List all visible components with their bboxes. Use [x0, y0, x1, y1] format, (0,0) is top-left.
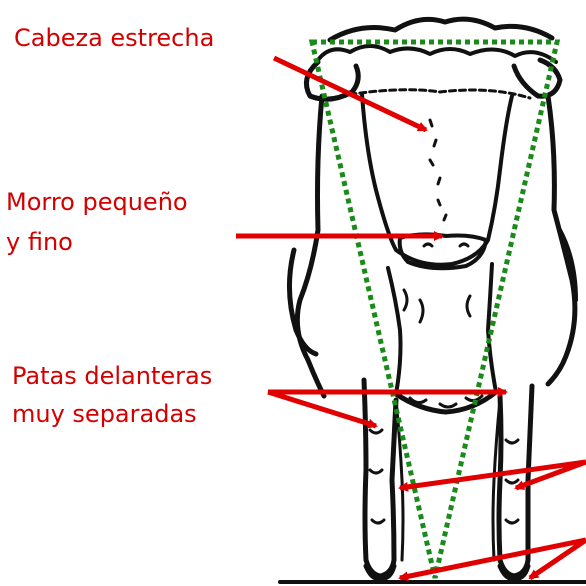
inverted-triangle-guide — [312, 42, 557, 578]
annotation-arrows — [236, 58, 586, 578]
label-muzzle-line2: y fino — [6, 228, 73, 256]
cow-ear-right — [514, 60, 560, 96]
label-legs-line2: muy separadas — [12, 400, 197, 428]
arrow-head — [274, 58, 426, 130]
cow-body-right — [548, 96, 575, 384]
label-head: Cabeza estrecha — [14, 24, 214, 52]
cow-leg-left — [364, 380, 396, 576]
label-muzzle-line1: Morro pequeño — [6, 188, 188, 216]
cow-poll — [330, 19, 552, 40]
cow-face — [362, 94, 512, 265]
label-legs-line1: Patas delanteras — [12, 362, 212, 390]
